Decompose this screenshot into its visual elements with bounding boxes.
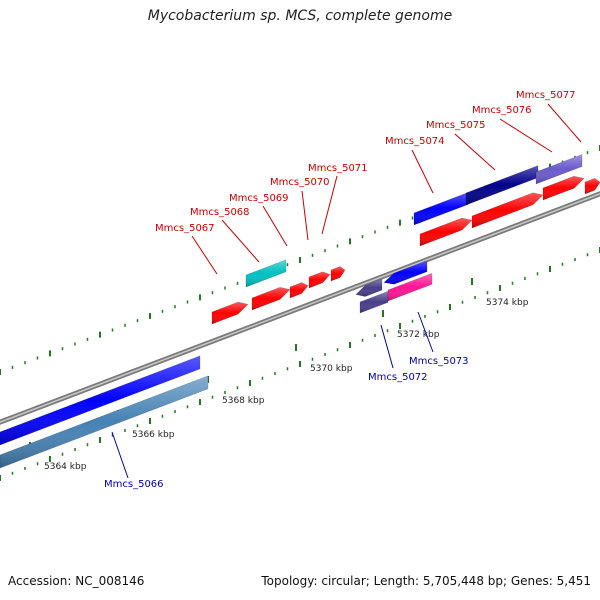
gene-feature-shade [331,266,345,281]
gene-feature-shade [0,375,208,468]
tick-label: 5368 kbp [222,396,265,406]
gene-leader-line [321,175,338,235]
gene-label[interactable]: Mmcs_5076 [472,105,532,116]
tick-label: 5366 kbp [132,430,175,440]
gene-leader-line [547,103,582,143]
gene-leader-line [499,118,553,153]
gene-leader-line [380,324,394,369]
gene-label[interactable]: Mmcs_5075 [426,120,486,131]
gene-feature-shade [543,176,584,200]
gene-feature-shade [420,218,472,246]
gene-feature-shade [0,355,200,445]
tick-layer: 5364 kbp 5366 kbp 5368 kbp 5370 kbp 5372 kbp… [0,145,600,481]
gene-label[interactable]: Mmcs_5066 [104,479,164,490]
gene-label[interactable]: Mmcs_5073 [409,356,469,367]
accession-text: Accession: NC_008146 [8,574,145,588]
gene-label[interactable]: Mmcs_5069 [229,193,289,204]
gene-feature-shade [388,273,432,301]
gene-label[interactable]: Mmcs_5072 [368,372,428,383]
gene-feature-shade [384,260,427,285]
gene-label[interactable]: Mmcs_5074 [385,136,445,147]
gene-leader-line [411,149,434,194]
gene-leader-line [191,235,218,275]
gene-leader-line [417,311,434,353]
gene-leader-line [262,205,288,247]
gene-feature-shade [252,287,290,310]
tick-label: 5372 kbp [397,330,440,340]
gene-feature-shade [472,192,543,228]
genome-summary-text: Topology: circular; Length: 5,705,448 bp… [261,574,591,588]
gene-label[interactable]: Mmcs_5071 [308,163,368,174]
gene-feature-shade [290,282,308,298]
gene-feature-shade [309,271,330,288]
gene-layer [0,154,600,469]
gene-feature-shade [356,279,382,297]
gene-feature-shade [585,178,600,194]
gene-leader-line [221,219,260,263]
gene-leader-line [301,190,309,241]
gene-feature-shade [466,165,538,205]
gene-feature-shade [212,302,248,324]
tick-label: 5364 kbp [44,462,87,472]
gene-feature-shade [414,192,468,225]
gene-feature-shade [536,154,582,184]
gene-label[interactable]: Mmcs_5077 [516,90,576,101]
label-layer: Mmcs_5066Mmcs_5067Mmcs_5068Mmcs_5069Mmcs… [104,90,582,490]
gene-leader-line [454,133,496,171]
tick-label: 5370 kbp [310,364,353,374]
backbone-inner [0,193,600,423]
map-title: Mycobacterium sp. MCS, complete genome [147,8,453,24]
gene-label[interactable]: Mmcs_5067 [155,223,215,234]
gene-label[interactable]: Mmcs_5070 [270,177,330,188]
gene-label[interactable]: Mmcs_5068 [190,207,250,218]
gene-leader-line [111,431,129,479]
gene-feature-shade [360,291,388,313]
gene-feature-shade [246,259,286,287]
tick-label: 5374 kbp [486,298,529,308]
